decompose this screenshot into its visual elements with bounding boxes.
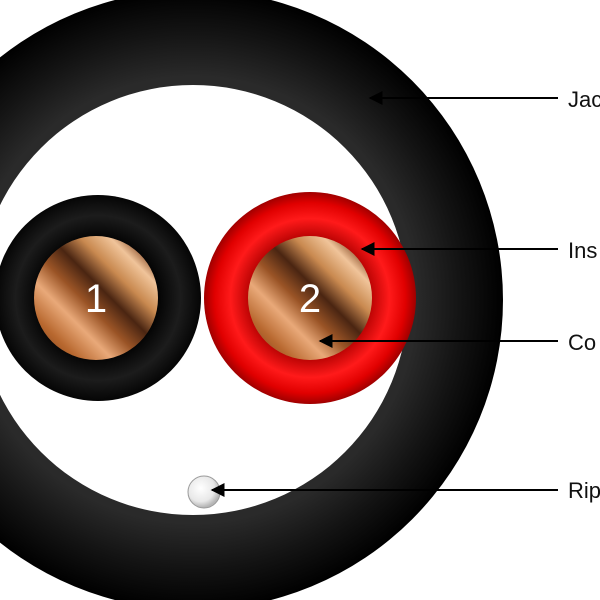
ripcord-label: Rip: [568, 478, 600, 503]
conductor-label: Co: [568, 330, 597, 355]
jacket-label: Jac: [568, 87, 600, 112]
ripcord: [187, 475, 221, 509]
conductor-number-2: 2: [299, 277, 321, 321]
copper-conductor-2: [248, 236, 372, 360]
copper-conductor-1: [34, 236, 158, 360]
conductor-number-1: 1: [85, 277, 107, 321]
outer-jacket: [0, 0, 503, 600]
insulation-label: Ins: [568, 238, 598, 263]
